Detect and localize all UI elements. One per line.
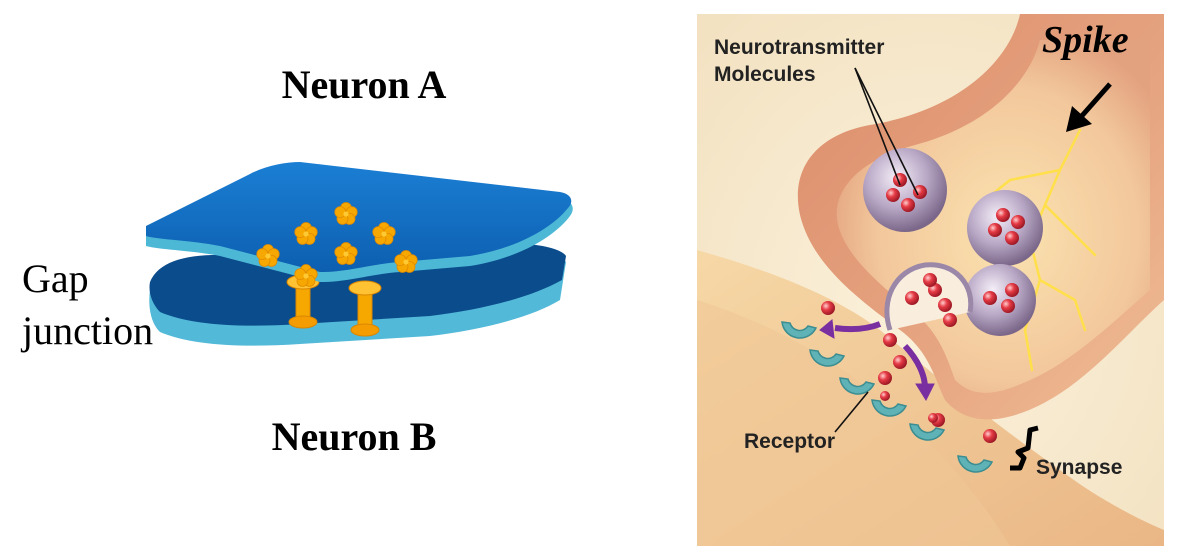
neuron-a-label: Neuron A <box>282 62 447 107</box>
synapse-bracket <box>1010 425 1039 471</box>
release-arrows <box>819 319 935 402</box>
neurotransmitter-pointer-lines <box>854 67 919 196</box>
neuron-b-label: Neuron B <box>272 414 437 459</box>
synaptic-vesicle-1 <box>863 148 947 232</box>
chemical-synapse-illustration: Neurotransmitter Molecules Spike Recepto… <box>697 14 1164 546</box>
postsynaptic-inner <box>697 300 1010 546</box>
receptor-pointer-line <box>834 391 869 433</box>
synaptic-vesicle-2 <box>967 190 1043 266</box>
gap-junction-channel-2 <box>348 280 382 337</box>
receptor-label: Receptor <box>744 430 835 453</box>
synapse-label: Synapse <box>1036 456 1122 479</box>
receptors <box>781 321 994 473</box>
spike-label: Spike <box>1042 19 1129 61</box>
neuron-a-membrane-top <box>146 162 572 272</box>
gap-junction-diagram: Neuron A Neuron B Gap junction <box>20 62 573 459</box>
neurotransmitter-label-line1: Neurotransmitter <box>714 36 884 59</box>
fusing-vesicle <box>884 262 974 331</box>
synaptic-vesicle-3 <box>964 264 1036 336</box>
gap-junction-label-line1: Gap <box>22 256 89 301</box>
spike-arrow <box>1066 82 1112 132</box>
neurotransmitter-label-line2: Molecules <box>714 63 816 86</box>
gap-junction-label-line2: junction <box>20 308 153 353</box>
